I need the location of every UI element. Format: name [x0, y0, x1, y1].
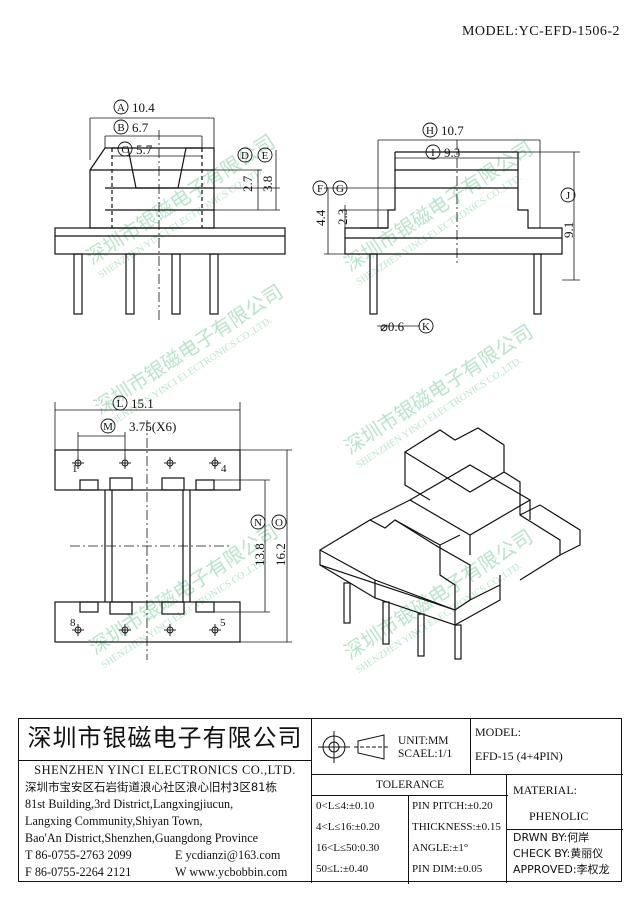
- svg-text:⌀0.6: ⌀0.6: [380, 319, 405, 334]
- svg-text:9.3: 9.3: [444, 145, 460, 160]
- dim-N-label: N 13.8: [250, 514, 267, 566]
- svg-text:M: M: [103, 421, 113, 433]
- svg-text:6.7: 6.7: [132, 120, 149, 135]
- technical-drawing: 深圳市银磁电子有限公司 SHENZHEN YINCI ELECTRONICS C…: [54, 99, 581, 676]
- svg-text:10.4: 10.4: [132, 100, 155, 115]
- svg-text:4.4: 4.4: [313, 209, 328, 226]
- dim-A-label: A 10.4: [113, 99, 155, 115]
- svg-text:15.1: 15.1: [131, 396, 154, 411]
- dim-H-label: H 10.7: [422, 122, 464, 138]
- tol-row-2: 4<L≤16:±0.20: [316, 821, 380, 833]
- email-text: E ycdianzi@163.com: [175, 848, 281, 862]
- model-label: MODEL:: [475, 725, 521, 739]
- company-address: 深圳市宝安区石岩街道浪心社区浪心旧村3区81栋 81st Building,3r…: [25, 779, 315, 881]
- dim-F-label: F 4.4: [312, 180, 328, 226]
- material-value: PHENOLIC: [529, 809, 589, 823]
- title-block: 深圳市银磁电子有限公司 SHENZHEN YINCI ELECTRONICS C…: [18, 718, 623, 884]
- dim-K-label: ⌀0.6 K: [380, 318, 434, 334]
- svg-text:2.7: 2.7: [240, 175, 255, 192]
- model-value: EFD-15 (4+4PIN): [475, 749, 563, 763]
- dim-J-label: J 9.1: [560, 187, 576, 238]
- svg-text:2.3: 2.3: [335, 209, 350, 225]
- svg-text:B: B: [117, 122, 124, 134]
- spec-row-1: PIN PITCH:±0.20: [412, 800, 493, 812]
- unit-scale-text: UNIT:MM SCAEL:1/1: [398, 735, 452, 761]
- svg-text:N: N: [254, 517, 262, 529]
- address-cn: 深圳市宝安区石岩街道浪心社区浪心旧村3区81栋: [25, 780, 277, 794]
- address-line-2: Langxing Community,Shiyan Town,: [25, 814, 203, 828]
- svg-text:J: J: [566, 190, 571, 202]
- svg-text:K: K: [422, 321, 430, 333]
- top-view: [54, 402, 292, 660]
- scale-text: SCAEL:1/1: [398, 748, 453, 760]
- pin-label-8: 8: [70, 617, 76, 629]
- dim-D-label: D 2.7: [237, 147, 255, 192]
- svg-text:5.7: 5.7: [136, 142, 153, 157]
- contact-row-1: T 86-0755-2763 2099 E ycdianzi@163.com: [25, 847, 315, 864]
- projection-symbol-icon: [318, 731, 388, 763]
- svg-text:9.1: 9.1: [561, 222, 576, 238]
- front-view: [54, 117, 286, 320]
- spec-row-3: ANGLE:±1°: [412, 842, 469, 854]
- svg-text:10.7: 10.7: [441, 123, 464, 138]
- svg-text:O: O: [275, 517, 283, 529]
- web-text: W www.ycbobbin.com: [175, 865, 288, 879]
- tolerance-box: TOLERANCE 0<L≤4:±0.10 4<L≤16:±0.20 16<L≤…: [311, 775, 508, 884]
- tolerance-grid: 0<L≤4:±0.10 4<L≤16:±0.20 16<L≤50:0.30 50…: [312, 795, 508, 884]
- tol-row-3: 16<L≤50:0.30: [316, 842, 380, 854]
- contact-row-2: F 86-0755-2264 2121 W www.ycbobbin.com: [25, 864, 315, 881]
- pin-label-1: 1: [72, 463, 78, 475]
- svg-text:3.8: 3.8: [260, 176, 275, 192]
- svg-text:E: E: [262, 150, 269, 162]
- svg-text:13.8: 13.8: [252, 543, 267, 566]
- address-line-1: 81st Building,3rd District,Langxingjiucu…: [25, 797, 234, 811]
- svg-text:A: A: [117, 102, 125, 114]
- side-view: [324, 139, 580, 327]
- drawn-by: DRWN BY:何岸: [513, 831, 590, 844]
- svg-text:C: C: [121, 144, 128, 156]
- svg-text:G: G: [336, 183, 344, 195]
- svg-text:F: F: [317, 183, 323, 195]
- company-name-cn: 深圳市银磁电子有限公司: [19, 719, 311, 761]
- tol-row-1: 0<L≤4:±0.10: [316, 800, 375, 812]
- tolerance-title: TOLERANCE: [375, 779, 445, 791]
- dim-I-label: I 9.3: [425, 144, 460, 160]
- checked-by: CHECK BY:黄丽仪: [513, 847, 604, 860]
- svg-text:D: D: [241, 150, 249, 162]
- svg-text:H: H: [426, 125, 434, 137]
- address-line-3: Bao'An District,Shenzhen,Guangdong Provi…: [25, 831, 259, 845]
- dim-G-label: G 2.3: [332, 180, 350, 225]
- material-label: MATERIAL:: [513, 783, 577, 797]
- watermark-cn-2: 深圳市银磁电子有限公司: [340, 136, 538, 276]
- isometric-view: [319, 427, 581, 660]
- dim-B-label: B 6.7: [113, 119, 149, 135]
- pin-label-4: 4: [221, 463, 227, 475]
- pin-label-5: 5: [220, 617, 226, 629]
- dim-E-label: E 3.8: [257, 147, 275, 192]
- dim-C-label: C 5.7: [117, 141, 153, 157]
- tol-row-4: 50≤L:±0.40: [316, 863, 369, 875]
- approved-by: APPROVED:李权龙: [513, 863, 610, 876]
- dim-L-label: L 15.1: [112, 395, 154, 411]
- material-box: MATERIAL: PHENOLIC DRWN BY:何岸 CHECK BY:黄…: [507, 775, 623, 883]
- tel-text: T 86-0755-2763 2099: [25, 848, 132, 862]
- dim-M-label: M 3.75(X6): [100, 418, 176, 434]
- dim-O-label: O 16.2: [271, 514, 288, 566]
- company-name-en: SHENZHEN YINCI ELECTRONICS CO.,LTD.: [34, 763, 296, 777]
- svg-text:3.75(X6): 3.75(X6): [129, 419, 176, 434]
- signature-block: DRWN BY:何岸 CHECK BY:黄丽仪 APPROVED:李权龙: [507, 829, 623, 878]
- spec-row-2: THICKNESS:±0.15: [412, 821, 501, 833]
- fax-text: F 86-0755-2264 2121: [25, 865, 132, 879]
- svg-text:L: L: [117, 398, 124, 410]
- spec-row-4: PIN DIM:±0.05: [412, 863, 483, 875]
- model-box: MODEL: EFD-15 (4+4PIN): [471, 719, 623, 775]
- svg-text:16.2: 16.2: [273, 543, 288, 566]
- unit-text: UNIT:MM: [398, 735, 449, 747]
- watermark-cn-4: 深圳市银磁电子有限公司: [340, 319, 538, 459]
- unit-scale-box: UNIT:MM SCAEL:1/1: [311, 719, 471, 775]
- svg-text:I: I: [431, 147, 435, 159]
- drawing-model-header: MODEL:YC-EFD-1506-2: [461, 24, 620, 39]
